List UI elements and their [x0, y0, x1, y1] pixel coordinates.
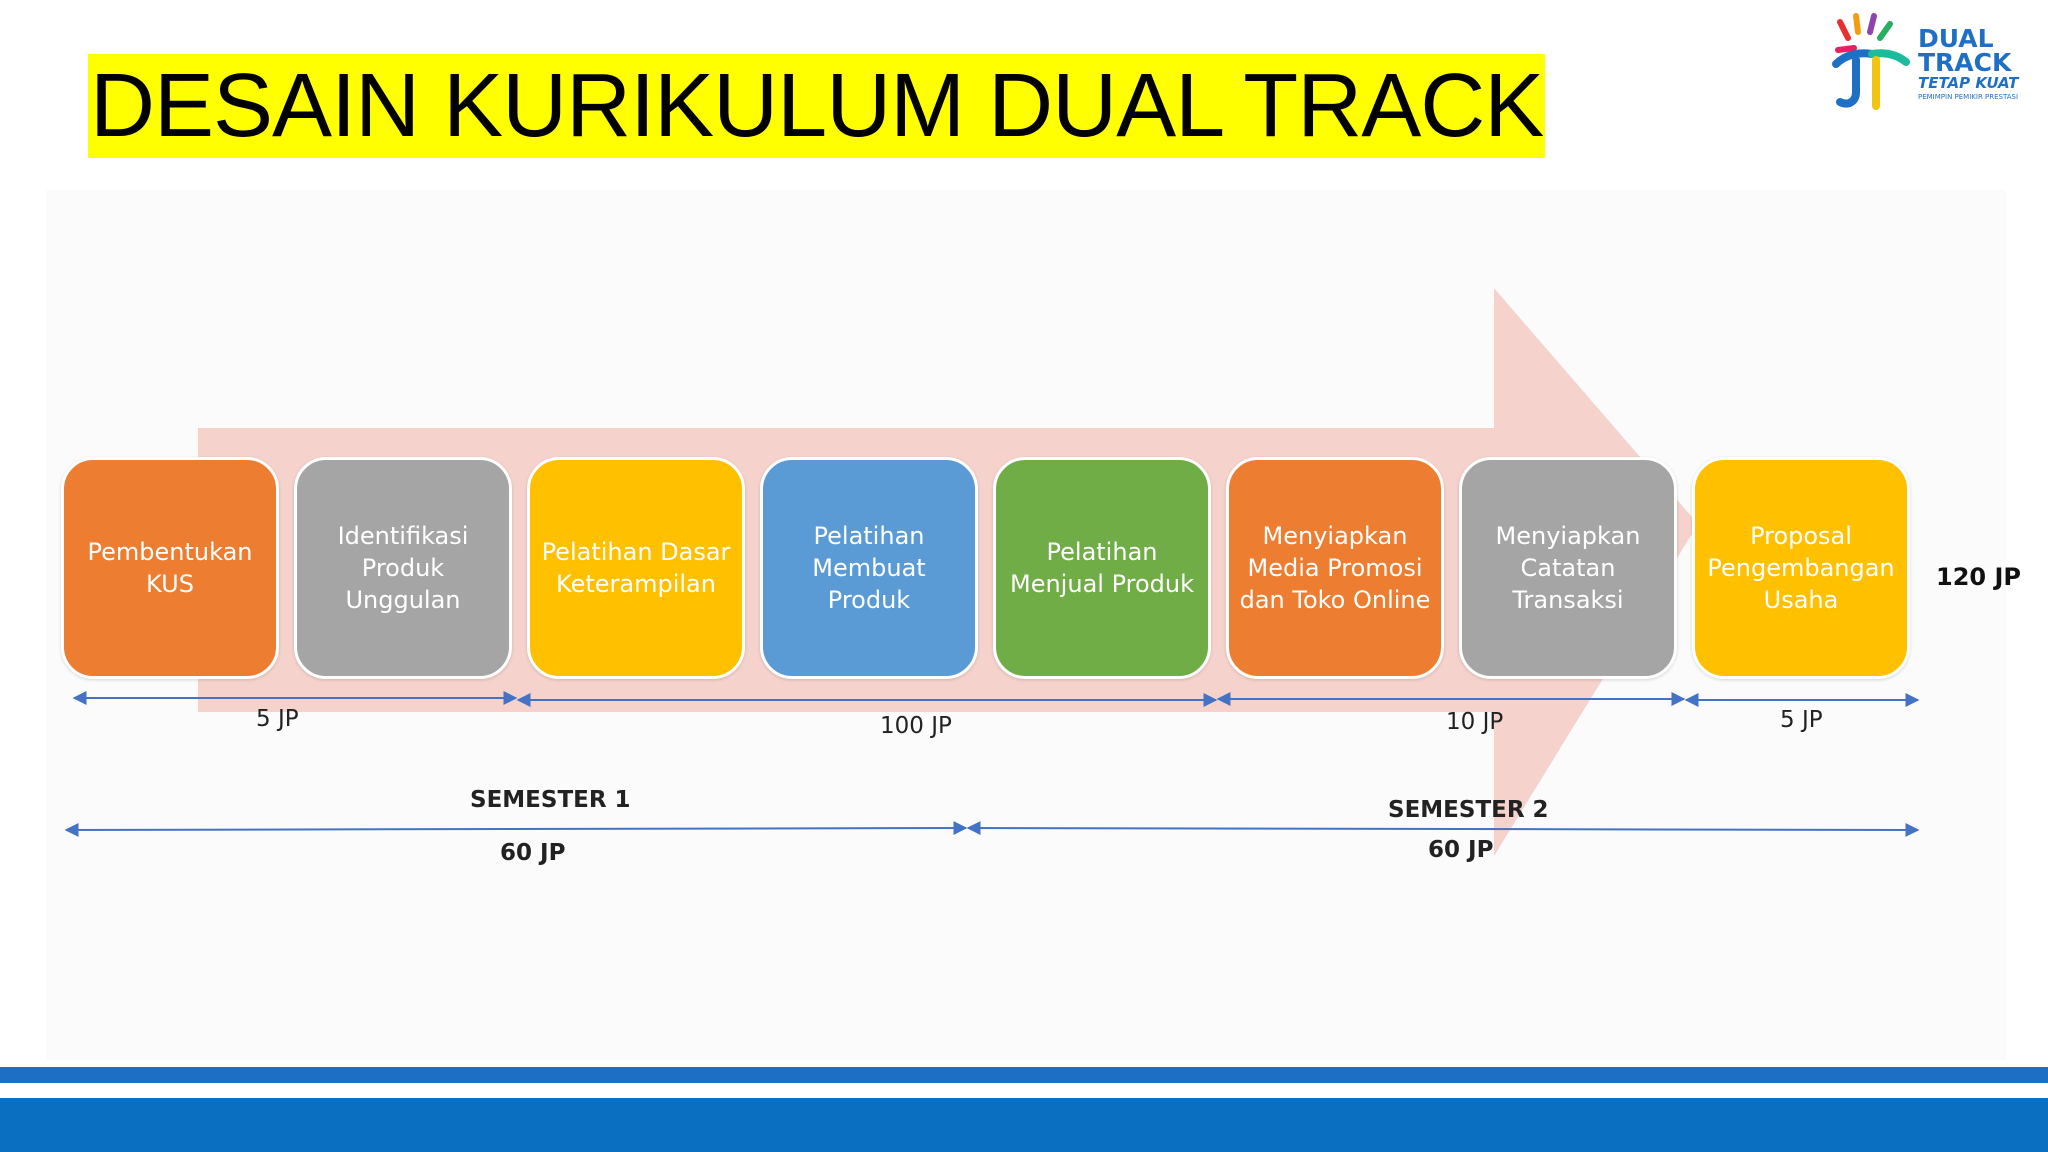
title-highlight: DESAIN KURIKULUM DUAL TRACK: [88, 54, 1546, 158]
logo-tagline: TETAP KUAT: [1918, 74, 2019, 92]
page-title: DESAIN KURIKULUM DUAL TRACK: [90, 56, 1544, 156]
step-label-7: Menyiapkan Catatan Transaksi: [1495, 522, 1641, 614]
total-jp: 120 JP: [1936, 563, 2021, 591]
dual-track-logo: DUAL TRACK TETAP KUAT PEMIMPIN PEMIKIR P…: [1826, 10, 2026, 110]
step-box-7: Menyiapkan Catatan Transaksi: [1459, 457, 1677, 679]
semester-1-label: SEMESTER 1: [470, 787, 631, 813]
step-label-2: Identifikasi Produk Unggulan: [337, 522, 469, 614]
step-box-6: Menyiapkan Media Promosi dan Toko Online: [1226, 457, 1444, 679]
step-box-2: Identifikasi Produk Unggulan: [294, 457, 512, 679]
semester-2-jp: 60 JP: [1428, 837, 1494, 863]
semester-1-jp: 60 JP: [500, 840, 566, 866]
logo-text-line1: DUAL: [1918, 24, 1994, 53]
step-box-4: Pelatihan Membuat Produk: [760, 457, 978, 679]
step-label-8: Proposal Pengembangan Usaha: [1707, 522, 1895, 614]
footer-band-top: [0, 1067, 2048, 1083]
step-box-5: Pelatihan Menjual Produk: [993, 457, 1211, 679]
step-label-5: Pelatihan Menjual Produk: [1010, 538, 1194, 598]
duration-label-1: 5 JP: [256, 706, 299, 732]
logo-subtagline: PEMIMPIN PEMIKIR PRESTASI: [1918, 93, 2019, 101]
duration-label-2: 100 JP: [880, 713, 952, 739]
footer-band-bottom: [0, 1098, 2048, 1152]
step-label-3: Pelatihan Dasar Keterampilan: [541, 538, 731, 598]
step-box-1: Pembentukan KUS: [61, 457, 279, 679]
semester-line-2: [966, 821, 1920, 837]
step-box-3: Pelatihan Dasar Keterampilan: [527, 457, 745, 679]
step-label-4: Pelatihan Membuat Produk: [812, 522, 926, 614]
duration-label-4: 5 JP: [1780, 707, 1823, 733]
duration-label-3: 10 JP: [1446, 709, 1504, 735]
semester-2-label: SEMESTER 2: [1388, 797, 1549, 823]
step-label-6: Menyiapkan Media Promosi dan Toko Online: [1239, 522, 1431, 614]
semester-line-1: [64, 821, 968, 837]
step-label-1: Pembentukan KUS: [87, 538, 253, 598]
logo-text-line2: TRACK: [1918, 48, 2012, 77]
logo-figure-icon: [1832, 13, 1910, 110]
step-box-8: Proposal Pengembangan Usaha: [1692, 457, 1910, 679]
